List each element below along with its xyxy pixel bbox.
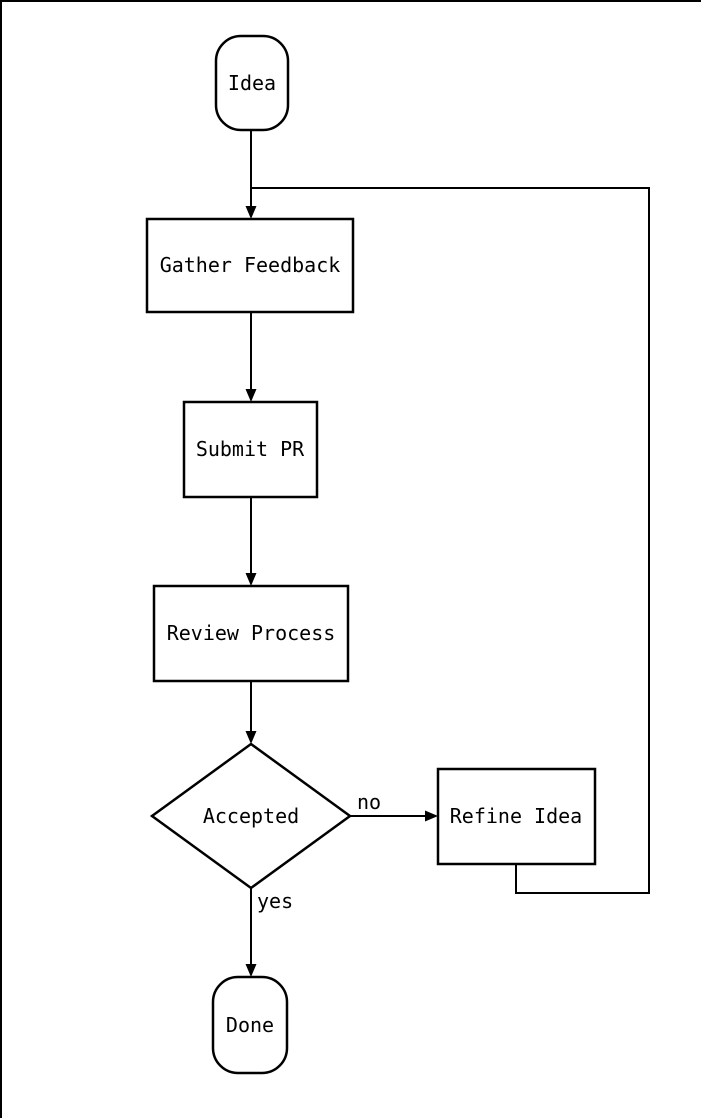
node-review-process-shape <box>152 584 350 683</box>
node-refine-idea-shape <box>436 767 597 866</box>
edge-label-yes: yes <box>257 889 293 913</box>
node-refine-idea: Refine Idea <box>436 767 597 866</box>
node-idea: Idea <box>214 34 290 132</box>
node-accepted-label: Accepted <box>203 804 299 828</box>
node-submit-pr-shape <box>182 400 319 499</box>
node-accepted-decision: Accepted <box>149 742 353 890</box>
edge-label-no: no <box>357 790 381 814</box>
arrowhead-into-done <box>245 964 257 977</box>
node-idea-label: Idea <box>228 71 276 95</box>
edge-refine-loop-back <box>252 187 650 894</box>
node-submit-pr: Submit PR <box>182 400 319 499</box>
arrowhead-into-submit-pr <box>245 389 257 402</box>
node-done-shape <box>211 975 289 1075</box>
arrowhead-into-gather-feedback <box>245 206 257 219</box>
node-gather-feedback-shape <box>145 217 355 314</box>
node-done-label: Done <box>226 1013 274 1037</box>
arrowhead-into-review-process <box>245 573 257 586</box>
arrowhead-into-accepted-diamond <box>245 731 257 744</box>
node-idea-shape <box>214 34 290 132</box>
node-submit-pr-label: Submit PR <box>196 437 305 461</box>
node-gather-feedback: Gather Feedback <box>145 217 355 314</box>
node-review-process: Review Process <box>152 584 350 683</box>
node-refine-idea-label: Refine Idea <box>450 804 582 828</box>
node-gather-feedback-label: Gather Feedback <box>160 253 341 277</box>
arrowhead-into-refine-idea <box>425 810 438 822</box>
node-review-process-label: Review Process <box>167 621 336 645</box>
node-accepted-shape <box>149 742 353 890</box>
node-done: Done <box>211 975 289 1075</box>
